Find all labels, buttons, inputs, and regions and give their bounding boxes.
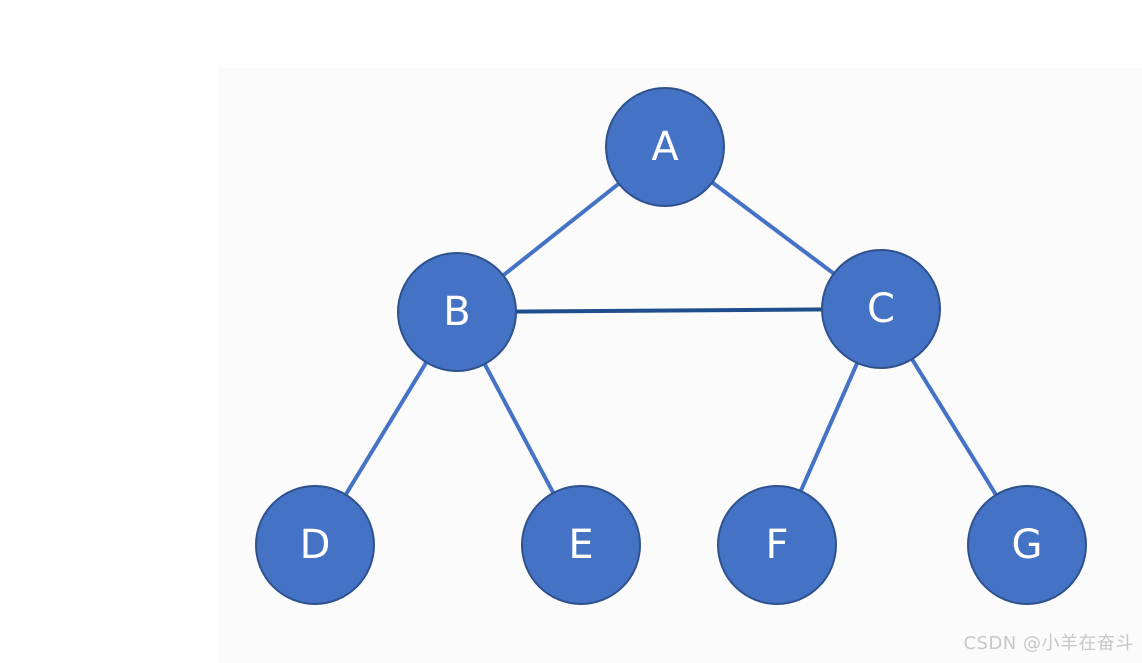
node-label-G: G <box>1012 522 1043 568</box>
edge-B-C <box>455 307 883 314</box>
node-C: C <box>821 249 941 369</box>
node-circle-A <box>605 87 725 207</box>
node-circle-B <box>397 252 517 372</box>
node-F: F <box>717 485 837 605</box>
node-label-F: F <box>765 522 788 568</box>
node-label-B: B <box>443 289 470 335</box>
node-B: B <box>397 252 517 372</box>
node-G: G <box>967 485 1087 605</box>
node-circle-E <box>521 485 641 605</box>
node-circle-D <box>255 485 375 605</box>
node-label-E: E <box>568 522 593 568</box>
nodes: A B C D E F G <box>255 87 1087 605</box>
node-circle-F <box>717 485 837 605</box>
node-D: D <box>255 485 375 605</box>
node-label-D: D <box>300 522 331 568</box>
node-circle-C <box>821 249 941 369</box>
node-circle-G <box>967 485 1087 605</box>
node-A: A <box>605 87 725 207</box>
watermark-text: CSDN @小羊在奋斗 <box>963 633 1134 654</box>
node-label-C: C <box>867 286 895 332</box>
node-E: E <box>521 485 641 605</box>
node-label-A: A <box>651 124 679 170</box>
